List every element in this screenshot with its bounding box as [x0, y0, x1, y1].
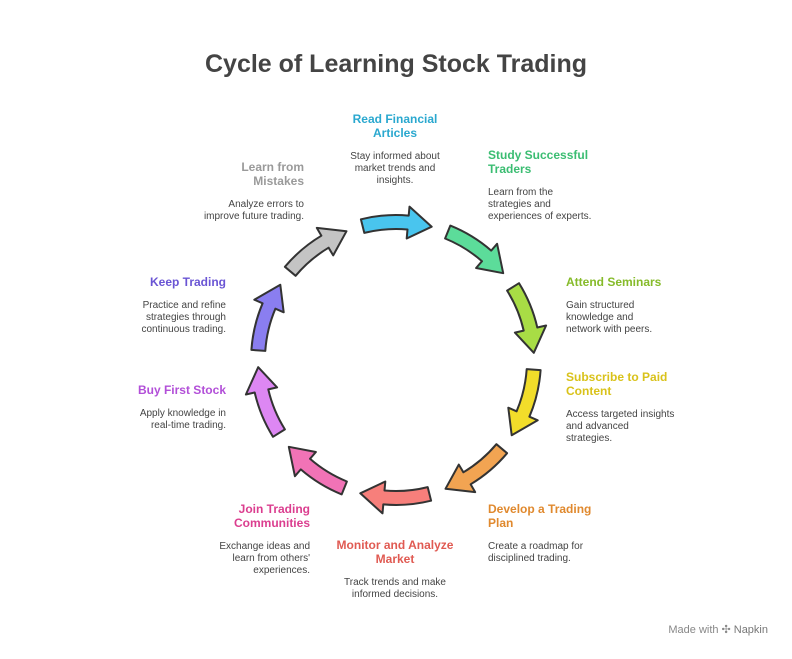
step-title: Keep Trading [149, 275, 226, 289]
step-title: Study Successful Traders [488, 148, 589, 176]
step-title: Attend Seminars [566, 275, 662, 289]
step-title: Join Trading Communities [233, 502, 310, 530]
step-description: Practice and refine strategies through c… [141, 300, 226, 335]
arrow-study-successful-traders [444, 224, 505, 275]
step-description: Gain structured knowledge and network wi… [566, 300, 653, 335]
step-description: Learn from the strategies and experience… [488, 187, 592, 222]
arrow-develop-a-trading-plan [444, 443, 509, 494]
step-title: Develop a Trading Plan [488, 502, 592, 530]
arrow-subscribe-to-paid-content [507, 368, 542, 437]
step-title: Monitor and Analyze Market [336, 538, 454, 566]
arrow-learn-from-mistakes [283, 226, 348, 277]
arrow-join-trading-communities [287, 445, 348, 496]
step-title: Learn from Mistakes [241, 160, 304, 188]
step-description: Stay informed about market trends and in… [350, 151, 440, 186]
arrow-read-financial-articles [359, 205, 433, 240]
step-read-financial-articles: Read Financial Articles Stay informed ab… [335, 112, 455, 187]
step-description: Access targeted insights and advanced st… [566, 409, 675, 444]
step-study-successful-traders: Study Successful Traders Learn from the … [488, 148, 598, 223]
made-with-label: Made with [668, 623, 719, 636]
step-description: Exchange ideas and learn from others' ex… [219, 541, 310, 576]
step-description: Create a roadmap for disciplined trading… [488, 541, 584, 564]
arrow-buy-first-stock [244, 366, 286, 438]
step-description: Track trends and make informed decisions… [344, 577, 446, 600]
step-title: Subscribe to Paid Content [566, 370, 668, 398]
step-title: Buy First Stock [137, 383, 226, 397]
napkin-brand: Napkin [733, 623, 768, 636]
step-description: Analyze errors to improve future trading… [203, 199, 304, 222]
step-buy-first-stock: Buy First Stock Apply knowledge in real-… [126, 383, 226, 432]
step-develop-a-trading-plan: Develop a Trading Plan Create a roadmap … [488, 502, 593, 565]
step-keep-trading: Keep Trading Practice and refine strateg… [116, 275, 226, 336]
step-subscribe-to-paid-content: Subscribe to Paid Content Access targete… [566, 370, 676, 445]
step-title: Read Financial Articles [352, 112, 438, 140]
step-attend-seminars: Attend Seminars Gain structured knowledg… [566, 275, 666, 336]
step-description: Apply knowledge in real-time trading. [139, 408, 226, 431]
step-join-trading-communities: Join Trading Communities Exchange ideas … [205, 502, 310, 577]
step-learn-from-mistakes: Learn from Mistakes Analyze errors to im… [194, 160, 304, 223]
footer: Made with ✣ Napkin [668, 623, 768, 637]
arrow-keep-trading [250, 283, 285, 352]
diagram-title: Cycle of Learning Stock Trading [204, 50, 588, 78]
step-monitor-and-analyze-market: Monitor and Analyze Market Track trends … [335, 538, 455, 601]
napkin-logo-icon: ✣ [721, 624, 731, 636]
arrow-monitor-and-analyze-market [359, 480, 433, 515]
arrow-attend-seminars [506, 282, 548, 354]
